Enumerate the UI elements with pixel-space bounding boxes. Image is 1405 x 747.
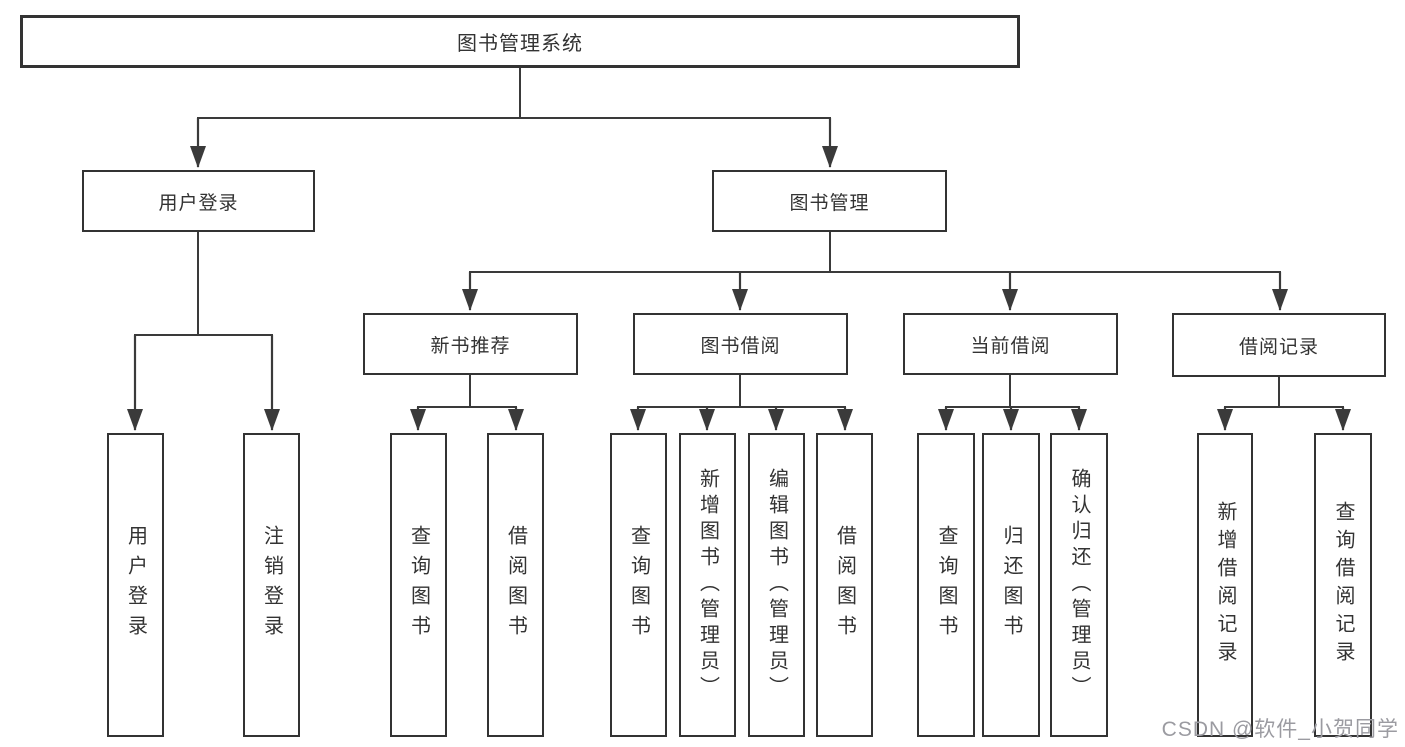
leaf-label: 编辑图书（管理员） [765, 468, 788, 702]
leaf-query-borrow-record: 查询借阅记录 [1314, 433, 1372, 737]
leaf-user-login: 用户登录 [107, 433, 164, 737]
leaf-label: 借阅图书 [833, 525, 856, 645]
node-user-login: 用户登录 [82, 170, 315, 232]
node-current-borrowing: 当前借阅 [903, 313, 1118, 375]
leaf-borrow-books-recommend: 借阅图书 [487, 433, 544, 737]
leaf-add-book-admin: 新增图书（管理员） [679, 433, 736, 737]
leaf-query-books-recommend: 查询图书 [390, 433, 447, 737]
leaf-add-borrow-record: 新增借阅记录 [1197, 433, 1253, 737]
leaf-borrow-books: 借阅图书 [816, 433, 873, 737]
leaf-logout: 注销登录 [243, 433, 300, 737]
leaf-confirm-return-admin: 确认归还（管理员） [1050, 433, 1108, 737]
node-borrowing-records: 借阅记录 [1172, 313, 1386, 377]
node-library-management-system: 图书管理系统 [20, 15, 1020, 68]
leaf-return-books: 归还图书 [982, 433, 1040, 737]
leaf-label: 新增借阅记录 [1214, 501, 1236, 669]
leaf-label: 查询图书 [627, 525, 650, 645]
leaf-label: 注销登录 [260, 525, 283, 645]
leaf-query-books-current: 查询图书 [917, 433, 975, 737]
leaf-label: 新增图书（管理员） [696, 468, 719, 702]
leaf-label: 归还图书 [1000, 525, 1022, 645]
node-book-borrowing: 图书借阅 [633, 313, 848, 375]
csdn-watermark: CSDN @软件_小贺同学 [1161, 718, 1399, 741]
leaf-label: 查询图书 [935, 525, 957, 645]
leaf-label: 查询图书 [407, 525, 430, 645]
leaf-query-books-borrow: 查询图书 [610, 433, 667, 737]
leaf-label: 查询借阅记录 [1332, 501, 1354, 669]
leaf-label: 确认归还（管理员） [1068, 468, 1090, 702]
leaf-label: 借阅图书 [504, 525, 527, 645]
node-new-book-recommendation: 新书推荐 [363, 313, 578, 375]
leaf-edit-book-admin: 编辑图书（管理员） [748, 433, 805, 737]
node-book-management: 图书管理 [712, 170, 947, 232]
leaf-label: 用户登录 [124, 525, 147, 645]
